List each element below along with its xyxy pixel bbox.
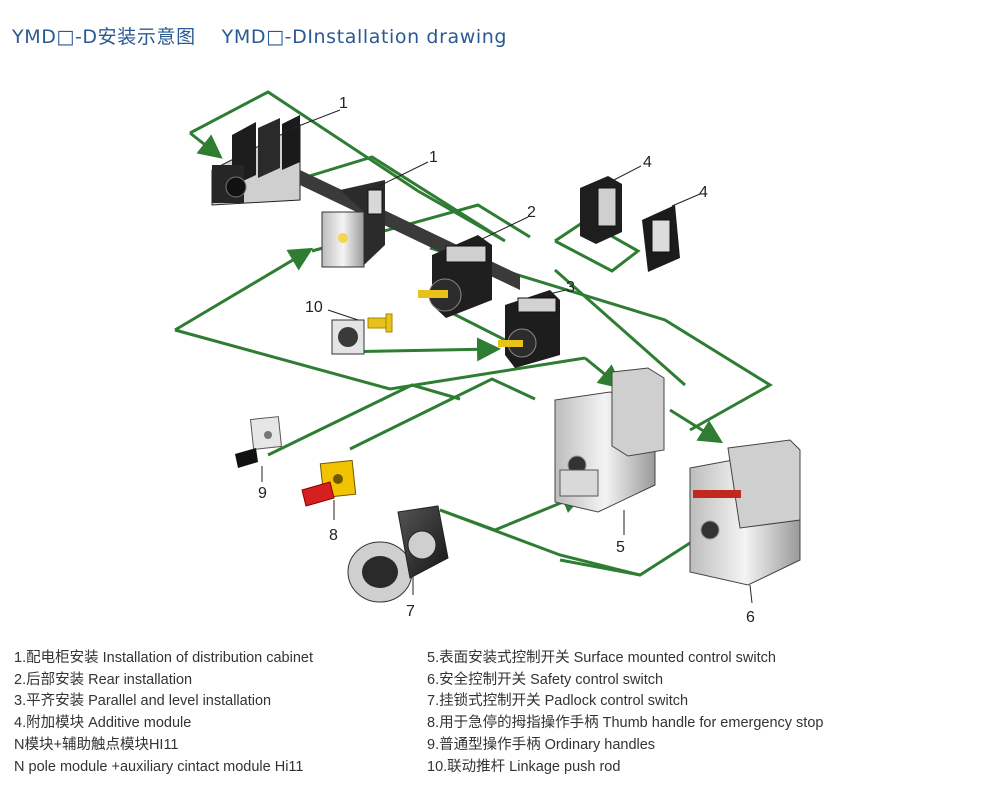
component-4-auxiliary-module-b [642, 205, 680, 272]
legend-item-5: 5.表面安装式控制开关 Surface mounted control swit… [427, 650, 776, 666]
connector-main-left [174, 247, 314, 332]
title-en: YMD□-DInstallation drawing [221, 26, 508, 48]
component-5-surface-switch [554, 367, 665, 513]
legend-item-3: 3.平齐安装 Parallel and level installation [14, 693, 272, 710]
legend-item-4-note-en: N pole module +auxiliary cintact module … [14, 758, 304, 775]
connector-to-6 [554, 268, 686, 387]
legend-item-4-note-cn: N模块+辅助触点模块HI11 [14, 736, 179, 753]
callout-10: 10 [305, 299, 323, 316]
component-7-padlock-switch [347, 505, 449, 603]
component-6-safety-switch [689, 439, 801, 586]
component-1-rear-module [321, 180, 385, 268]
legend-item-8: 8.用于急停的拇指操作手柄 Thumb handle for emergency… [427, 715, 824, 732]
legend-right-column: 5.表面安装式控制开关 Surface mounted control swit… [427, 648, 823, 778]
callout-2: 2 [527, 204, 536, 221]
installation-diagram: 1 1 2 3 4 4 5 6 7 8 9 10 [174, 90, 801, 626]
callout-1-rear: 1 [429, 149, 438, 166]
legend-item-10: 10.联动推杆 Linkage push rod [427, 758, 621, 775]
component-3-flush-module [498, 290, 560, 368]
component-9-ordinary-handle [235, 416, 283, 468]
connector-6-arrow [669, 408, 724, 444]
legend-item-2: 2.后部安装 Rear installation [14, 671, 193, 688]
legend-item-7: 7.挂锁式控制开关 Padlock control switch [427, 693, 689, 710]
component-8-emergency-thumb-handle [301, 459, 357, 507]
connector-4-module [554, 219, 641, 273]
callout-6: 6 [746, 609, 755, 626]
leader-lines [261, 109, 753, 604]
legend-item-1: 1.配电柜安装 Installation of distribution cab… [14, 650, 313, 666]
component-1-cabinet-switch [211, 115, 301, 206]
legend-item-6: 6.安全控制开关 Safety control switch [427, 671, 664, 688]
callout-7: 7 [406, 603, 415, 620]
callout-8: 8 [329, 527, 338, 544]
page-title: YMD□-D安装示意图 YMD□-DInstallation drawing [12, 22, 507, 49]
callout-3: 3 [566, 279, 575, 296]
callout-1-cabinet: 1 [339, 95, 348, 112]
legend-item-9: 9.普通型操作手柄 Ordinary handles [427, 736, 656, 753]
callout-4-a: 4 [643, 154, 652, 171]
callout-4-b: 4 [699, 184, 708, 201]
connector-7-6 [439, 508, 721, 577]
callout-numbers: 1 1 2 3 4 4 5 6 7 8 9 10 [258, 95, 755, 626]
legend-left-column: 1.配电柜安装 Installation of distribution cab… [14, 648, 313, 778]
callout-9: 9 [258, 485, 267, 502]
component-4-auxiliary-module-a [580, 176, 622, 244]
title-cn: YMD□-D安装示意图 [12, 26, 196, 48]
connector-2-3 [429, 246, 773, 432]
callout-5: 5 [616, 539, 625, 556]
connector-6-left [559, 558, 641, 577]
component-10-push-rod [331, 313, 393, 355]
connector-8-5 [349, 377, 536, 451]
component-2-rear-module [418, 235, 492, 318]
connector-9-8 [267, 383, 461, 457]
legend-item-4: 4.附加模块 Additive module [14, 715, 192, 732]
